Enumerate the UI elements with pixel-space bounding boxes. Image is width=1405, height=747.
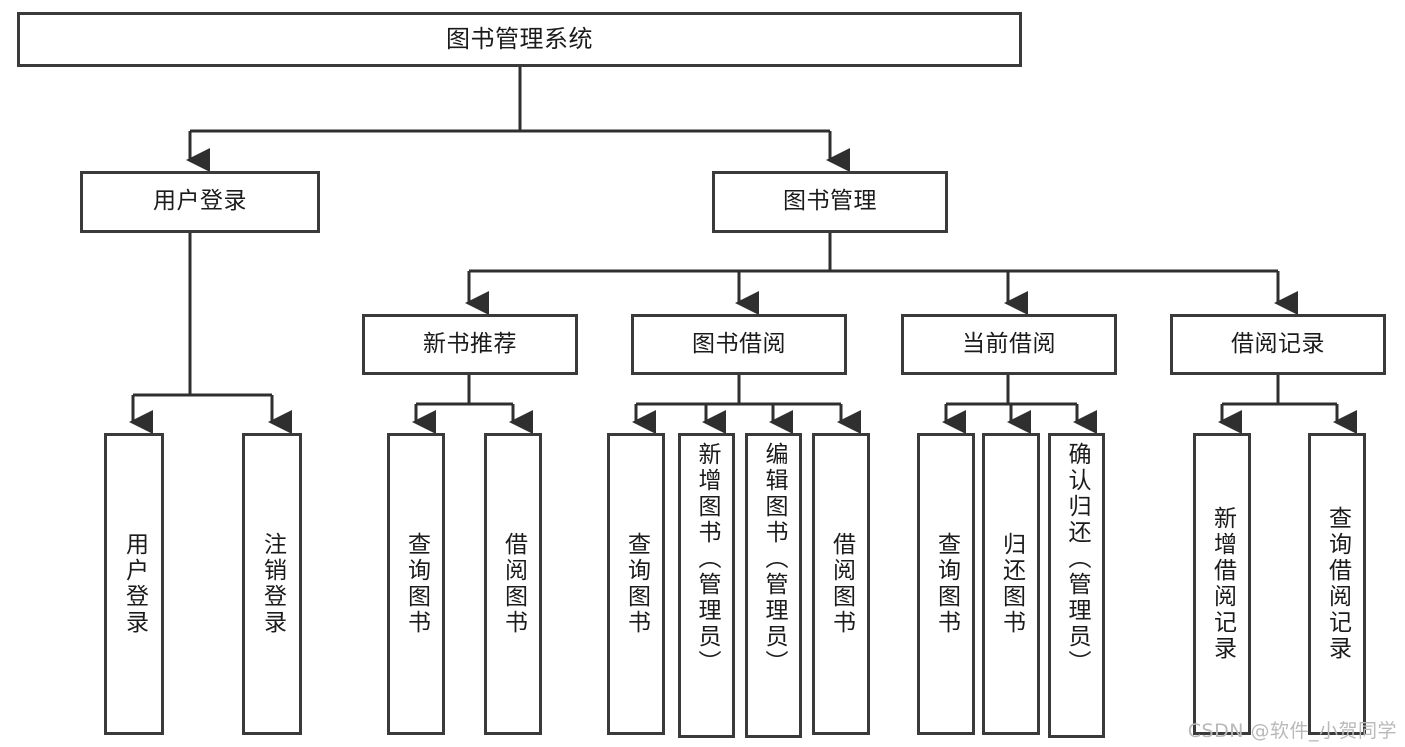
node-label: 查询图书 [403, 532, 430, 636]
leaf-borrow-book-new-recommend[interactable]: 借阅图书 [484, 433, 542, 735]
leaf-borrow-book-borrow[interactable]: 借阅图书 [812, 433, 870, 735]
leaf-query-borrow-record[interactable]: 查询借阅记录 [1308, 433, 1366, 735]
node-label: 归还图书 [998, 532, 1025, 636]
node-label: 当前借阅 [962, 330, 1056, 357]
leaf-return-book[interactable]: 归还图书 [982, 433, 1040, 735]
node-label: 借阅记录 [1231, 330, 1325, 357]
leaf-query-book-new-recommend[interactable]: 查询图书 [387, 433, 445, 735]
node-label: 图书管理系统 [446, 25, 593, 54]
node-label: 图书管理 [783, 188, 877, 215]
node-label: 新增图书（管理员） [694, 442, 720, 676]
node-borrow-record[interactable]: 借阅记录 [1170, 314, 1386, 375]
node-label: 用户登录 [121, 532, 148, 636]
node-label: 新书推荐 [423, 330, 517, 357]
leaf-user-login[interactable]: 用户登录 [104, 433, 164, 735]
leaf-query-book-borrow[interactable]: 查询图书 [607, 433, 665, 735]
watermark-text: CSDN @软件_小贺同学 [1187, 720, 1397, 742]
node-current-borrow[interactable]: 当前借阅 [901, 314, 1117, 375]
node-root-book-management-system[interactable]: 图书管理系统 [17, 12, 1022, 67]
node-user-login[interactable]: 用户登录 [80, 171, 320, 233]
node-label: 借阅图书 [828, 532, 855, 636]
leaf-add-book-admin[interactable]: 新增图书（管理员） [678, 433, 735, 738]
node-label: 图书借阅 [692, 330, 786, 357]
node-label: 编辑图书（管理员） [761, 442, 787, 676]
node-label: 新增借阅记录 [1209, 506, 1236, 662]
leaf-confirm-return-admin[interactable]: 确认归还（管理员） [1048, 433, 1105, 738]
node-label: 查询图书 [933, 532, 960, 636]
node-label: 确认归还（管理员） [1064, 442, 1090, 676]
leaf-query-book-current[interactable]: 查询图书 [917, 433, 975, 735]
node-label: 用户登录 [153, 188, 247, 215]
node-label: 注销登录 [259, 532, 286, 636]
node-label: 查询图书 [623, 532, 650, 636]
leaf-edit-book-admin[interactable]: 编辑图书（管理员） [745, 433, 802, 738]
node-new-book-recommend[interactable]: 新书推荐 [362, 314, 578, 375]
node-label: 借阅图书 [500, 532, 527, 636]
node-book-management[interactable]: 图书管理 [712, 171, 948, 233]
leaf-add-borrow-record[interactable]: 新增借阅记录 [1193, 433, 1251, 735]
leaf-logout-login[interactable]: 注销登录 [242, 433, 302, 735]
node-book-borrow[interactable]: 图书借阅 [631, 314, 847, 375]
node-label: 查询借阅记录 [1324, 506, 1351, 662]
